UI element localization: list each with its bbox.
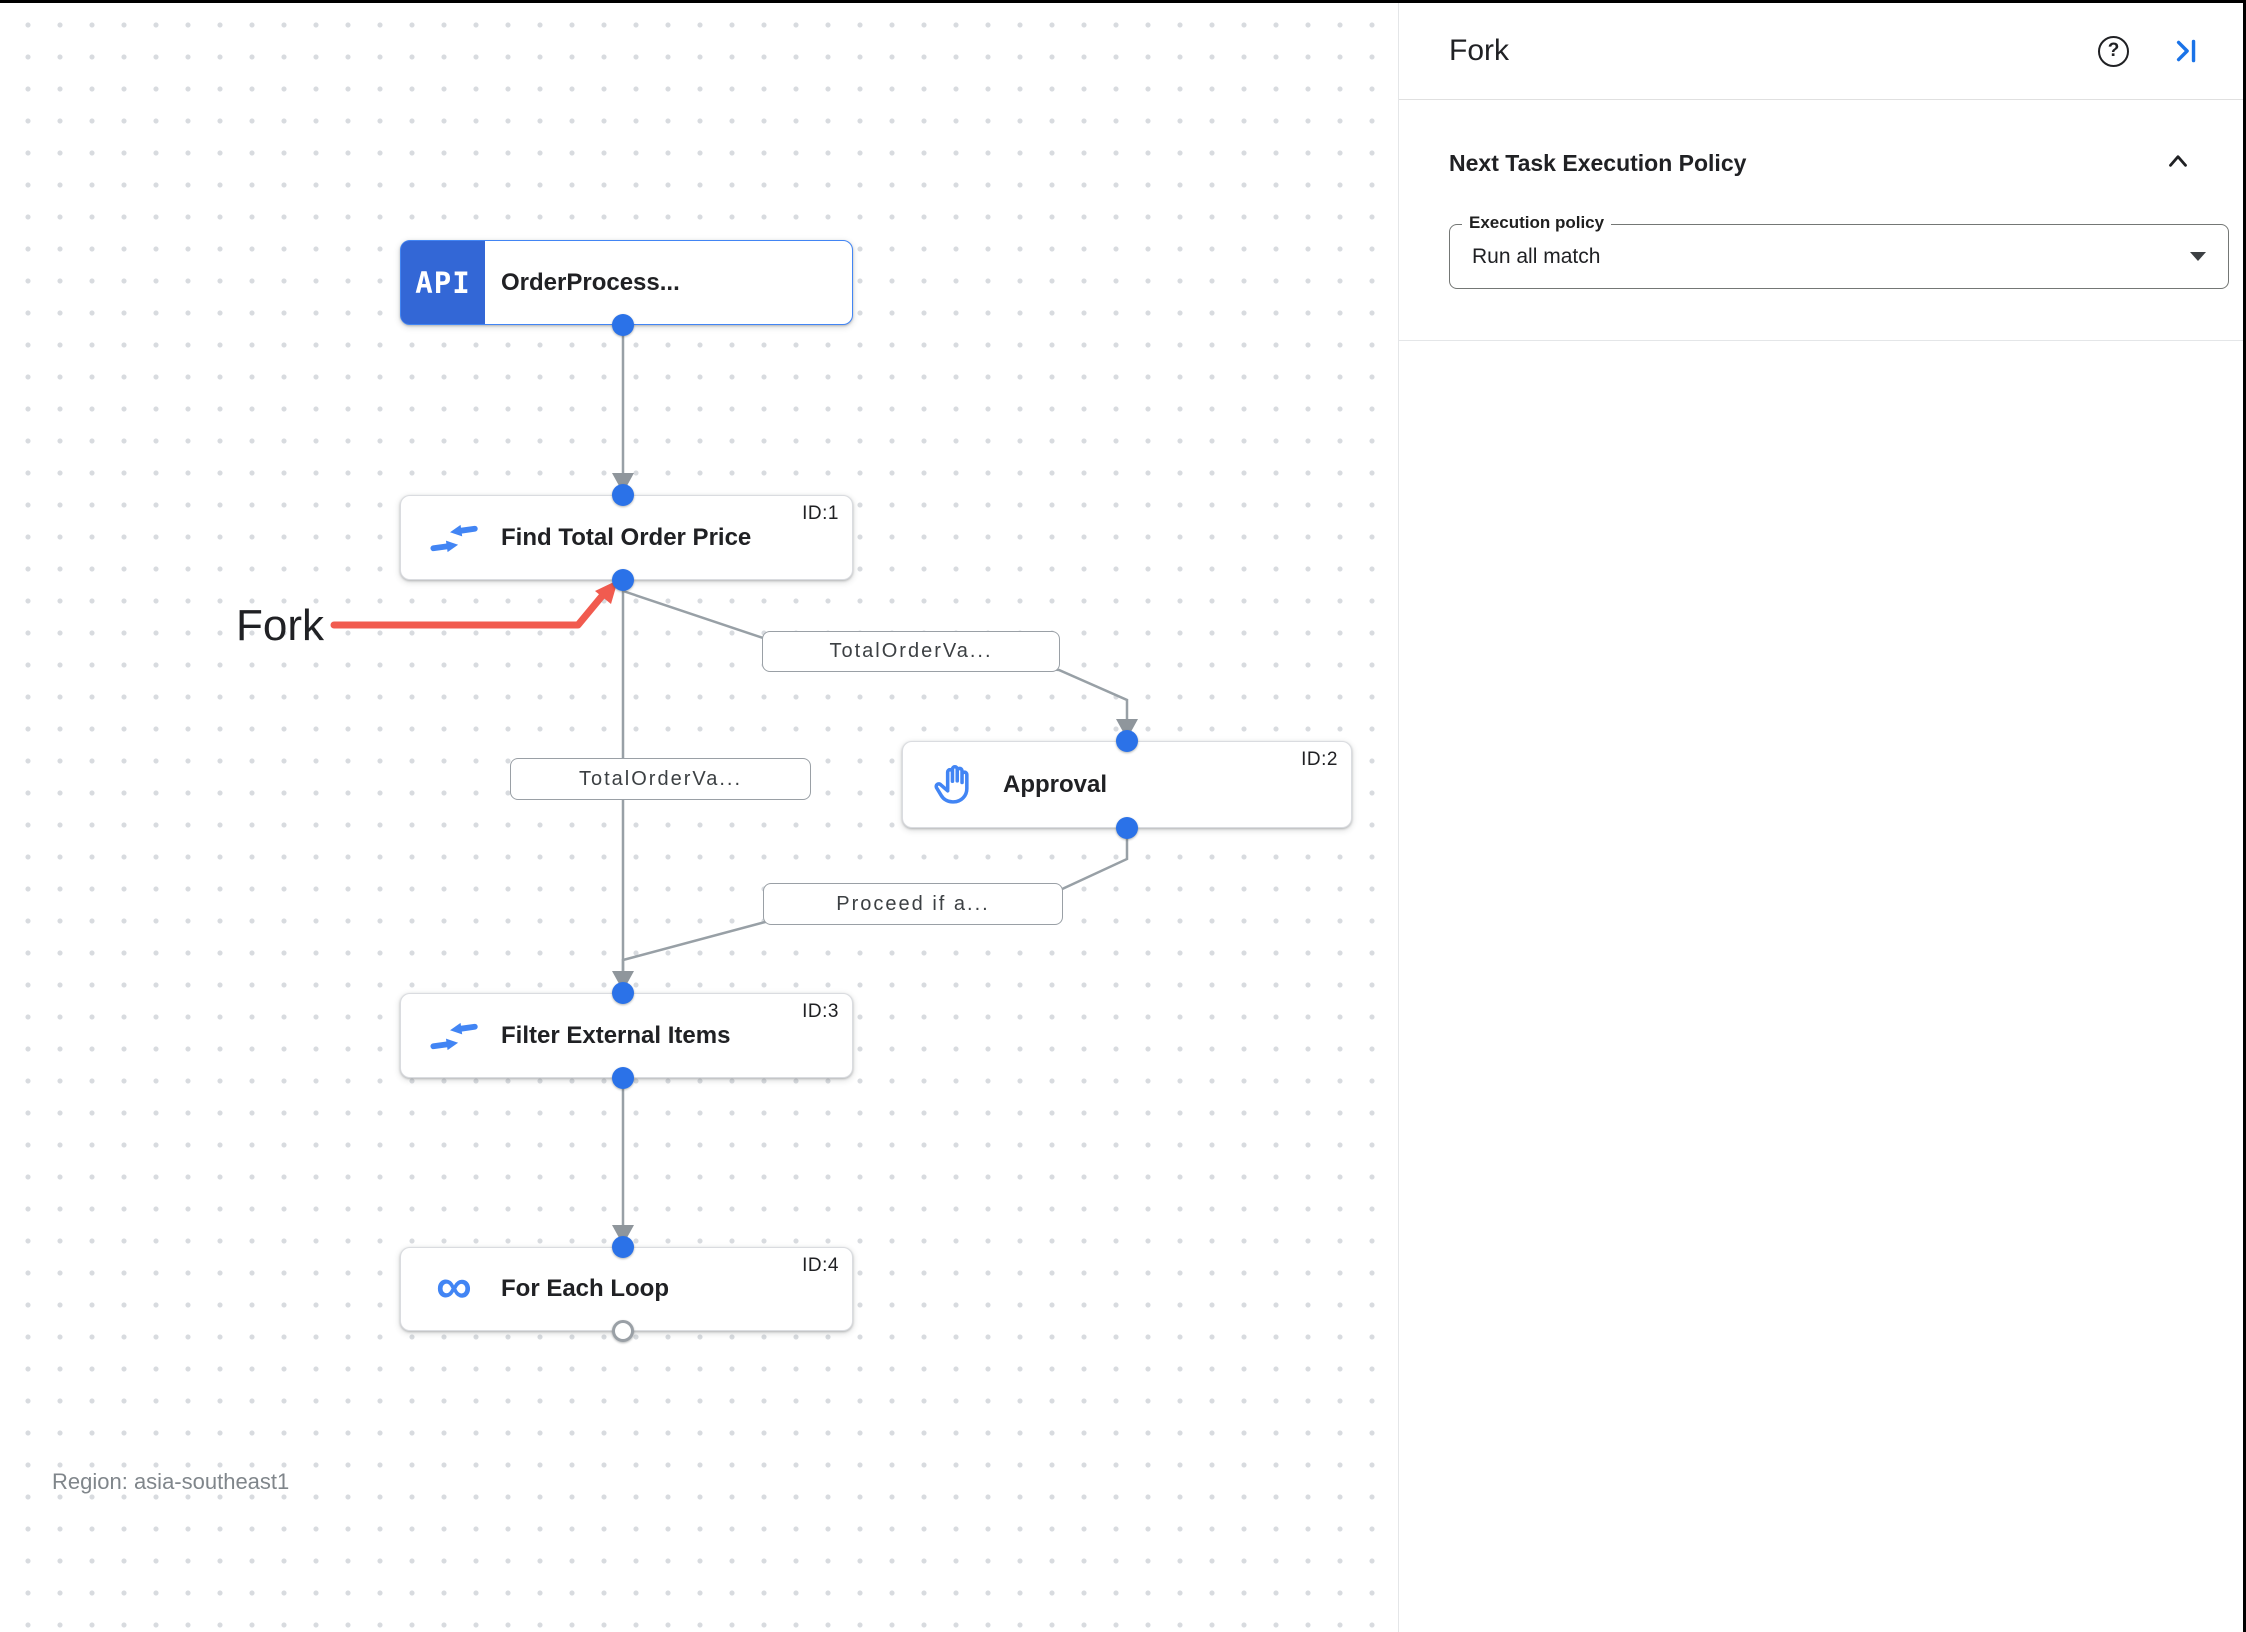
connector-dot-filter-out[interactable]	[612, 1067, 634, 1089]
api-trigger-icon-text: API	[415, 265, 471, 300]
dropdown-caret-icon	[2190, 252, 2206, 261]
connector-dot-find-in[interactable]	[612, 484, 634, 506]
node-title: For Each Loop	[501, 1275, 669, 1302]
next-task-execution-policy-section: Next Task Execution Policy Execution pol…	[1399, 146, 2243, 289]
connector-dot-foreach-out[interactable]	[612, 1320, 634, 1342]
region-label: Region: asia-southeast1	[52, 1469, 290, 1494]
edge-condition-label[interactable]: TotalOrderVa...	[762, 631, 1060, 672]
node-filter-external-items[interactable]: Filter External Items ID:3	[400, 993, 853, 1078]
execution-policy-select[interactable]: Execution policy Run all match	[1449, 213, 2229, 289]
fork-annotation-arrow	[330, 580, 618, 629]
data-mapping-icon	[425, 1015, 483, 1057]
node-title: Find Total Order Price	[501, 523, 752, 551]
node-id-badge: ID:3	[802, 1001, 839, 1022]
collapse-panel-icon[interactable]	[2169, 35, 2201, 67]
flow-canvas[interactable]: TotalOrderVa... TotalOrderVa... Proceed …	[0, 3, 1398, 1632]
execution-policy-value: Run all match	[1472, 244, 1601, 268]
config-panel-header: Fork ?	[1399, 3, 2243, 100]
edges-layer	[330, 325, 1138, 1245]
node-title: OrderProcess...	[501, 268, 680, 296]
edge-condition-label[interactable]: TotalOrderVa...	[510, 758, 811, 800]
section-title: Next Task Execution Policy	[1449, 150, 1747, 176]
chevron-up-icon[interactable]	[2163, 146, 2193, 181]
edge-condition-text: Proceed if a...	[836, 892, 990, 915]
approval-hand-icon	[927, 760, 985, 810]
node-title: Filter External Items	[501, 1021, 731, 1049]
edge-condition-text: TotalOrderVa...	[829, 640, 993, 662]
edge-fork-to-approval	[622, 589, 1129, 727]
connector-dot-fork-point[interactable]	[612, 569, 634, 591]
edge-condition-label[interactable]: Proceed if a...	[763, 883, 1063, 925]
arrowhead	[612, 1225, 634, 1245]
api-trigger-icon: API	[401, 241, 485, 324]
fork-annotation-label: Fork	[236, 601, 324, 650]
panel-title: Fork	[1449, 34, 1509, 67]
help-icon[interactable]: ?	[2098, 35, 2129, 67]
arrowhead	[612, 473, 634, 493]
node-approval[interactable]: Approval ID:2	[902, 741, 1352, 828]
edge-condition-text: TotalOrderVa...	[578, 767, 743, 790]
connector-dot-approval-out[interactable]	[1116, 817, 1138, 839]
window-edge-right	[2243, 0, 2246, 1632]
data-mapping-icon	[425, 517, 483, 559]
node-find-total-order-price[interactable]: Find Total Order Price ID:1	[400, 495, 853, 580]
connector-dot-foreach-in[interactable]	[612, 1236, 634, 1258]
execution-policy-label: Execution policy	[1462, 213, 1612, 233]
node-id-badge: ID:1	[802, 503, 839, 524]
node-for-each-loop[interactable]: ∞ For Each Loop ID:4	[400, 1247, 853, 1331]
node-order-process-trigger[interactable]: API OrderProcess...	[400, 240, 853, 325]
connector-dot-trigger-out[interactable]	[612, 314, 634, 336]
infinity-icon: ∞	[436, 1258, 472, 1314]
connector-dot-filter-in[interactable]	[612, 982, 634, 1004]
node-title: Approval	[1003, 770, 1108, 798]
node-id-badge: ID:2	[1301, 749, 1338, 770]
arrowhead	[612, 971, 634, 991]
window-edge-top	[0, 0, 2246, 3]
panel-section-divider	[1399, 340, 2244, 341]
connector-dot-approval-in[interactable]	[1116, 730, 1138, 752]
arrowhead	[1116, 719, 1138, 739]
config-panel: Fork ? Next Task Execution Policy	[1398, 3, 2244, 1632]
node-id-badge: ID:4	[802, 1255, 839, 1276]
